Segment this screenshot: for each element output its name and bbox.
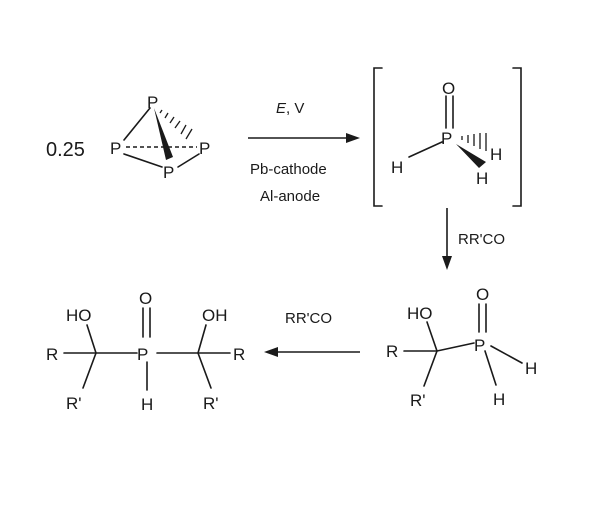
- bracket-left: [373, 67, 383, 207]
- p4-bond-bottom-right: [177, 153, 200, 168]
- atom-p-bottom: P: [163, 163, 174, 182]
- group-r-right: R: [233, 345, 245, 364]
- reagent-step2: RR'CO: [458, 231, 505, 248]
- bond-p-h-bottom: [484, 350, 497, 386]
- product-bis-hydroxyalkyl-phosphine-oxide: HO R R' P O H OH R R': [46, 289, 245, 414]
- ph-bond-left: [408, 141, 443, 158]
- bond-c-r2-right: [197, 352, 212, 389]
- bond-c-r2-left: [82, 352, 97, 389]
- group-r-prime: R': [410, 391, 426, 410]
- stoichiometric-coefficient: 0.25: [46, 139, 85, 161]
- bond-c-r2: [423, 350, 438, 387]
- bond-c-oh-right: [197, 324, 207, 354]
- atom-p-top: P: [147, 93, 158, 112]
- bond-c-oh-left: [86, 324, 97, 354]
- group-ho: HO: [407, 304, 433, 323]
- reagent-step3: RR'CO: [285, 310, 332, 327]
- atom-p-right: P: [199, 139, 210, 158]
- bond-p-h-right: [490, 345, 523, 364]
- atom-p: P: [474, 336, 485, 355]
- group-r: R: [386, 342, 398, 361]
- atom-h-bottom: H: [476, 169, 488, 188]
- atom-h: H: [141, 395, 153, 414]
- p4-bond-left-bottom: [123, 153, 163, 168]
- intermediate-phosphine-oxide: O P H H H: [373, 67, 522, 207]
- atom-h-bottom: H: [493, 390, 505, 409]
- ph-wedge-bond-bottom: [456, 144, 486, 168]
- white-phosphorus-tetrahedron: 0.25 P P P P: [46, 93, 210, 182]
- atom-h-right: H: [490, 145, 502, 164]
- bond-c-p: [436, 342, 475, 352]
- p4-wedge-bond-top-bottom: [154, 108, 173, 160]
- product-mono-hydroxyalkyl-phosphine-oxide: HO R R' P O H H: [386, 285, 537, 410]
- group-r-prime-right: R': [203, 394, 219, 413]
- bracket-right: [512, 67, 522, 207]
- atom-p-left: P: [110, 139, 121, 158]
- atom-h-left: H: [391, 158, 403, 177]
- condition-potential: E, V: [276, 100, 304, 117]
- atom-o: O: [442, 79, 455, 98]
- atom-o: O: [139, 289, 152, 308]
- reaction-arrow-step1: [248, 133, 360, 143]
- condition-anode: Al-anode: [260, 188, 320, 205]
- atom-p: P: [137, 345, 148, 364]
- group-oh-right: OH: [202, 306, 228, 325]
- group-r-left: R: [46, 345, 58, 364]
- atom-h-right: H: [525, 359, 537, 378]
- group-ho-left: HO: [66, 306, 92, 325]
- reaction-arrow-step3: [264, 347, 360, 357]
- atom-o: O: [476, 285, 489, 304]
- reaction-arrow-step2: [442, 208, 452, 270]
- p4-bond-top-left: [123, 107, 151, 141]
- bond-c-oh: [426, 321, 438, 352]
- ph-hashed-bond-right: [461, 133, 487, 151]
- group-r-prime-left: R': [66, 394, 82, 413]
- atom-p: P: [441, 129, 452, 148]
- p4-hashed-bond-top-right: [159, 109, 193, 140]
- condition-cathode: Pb-cathode: [250, 161, 327, 178]
